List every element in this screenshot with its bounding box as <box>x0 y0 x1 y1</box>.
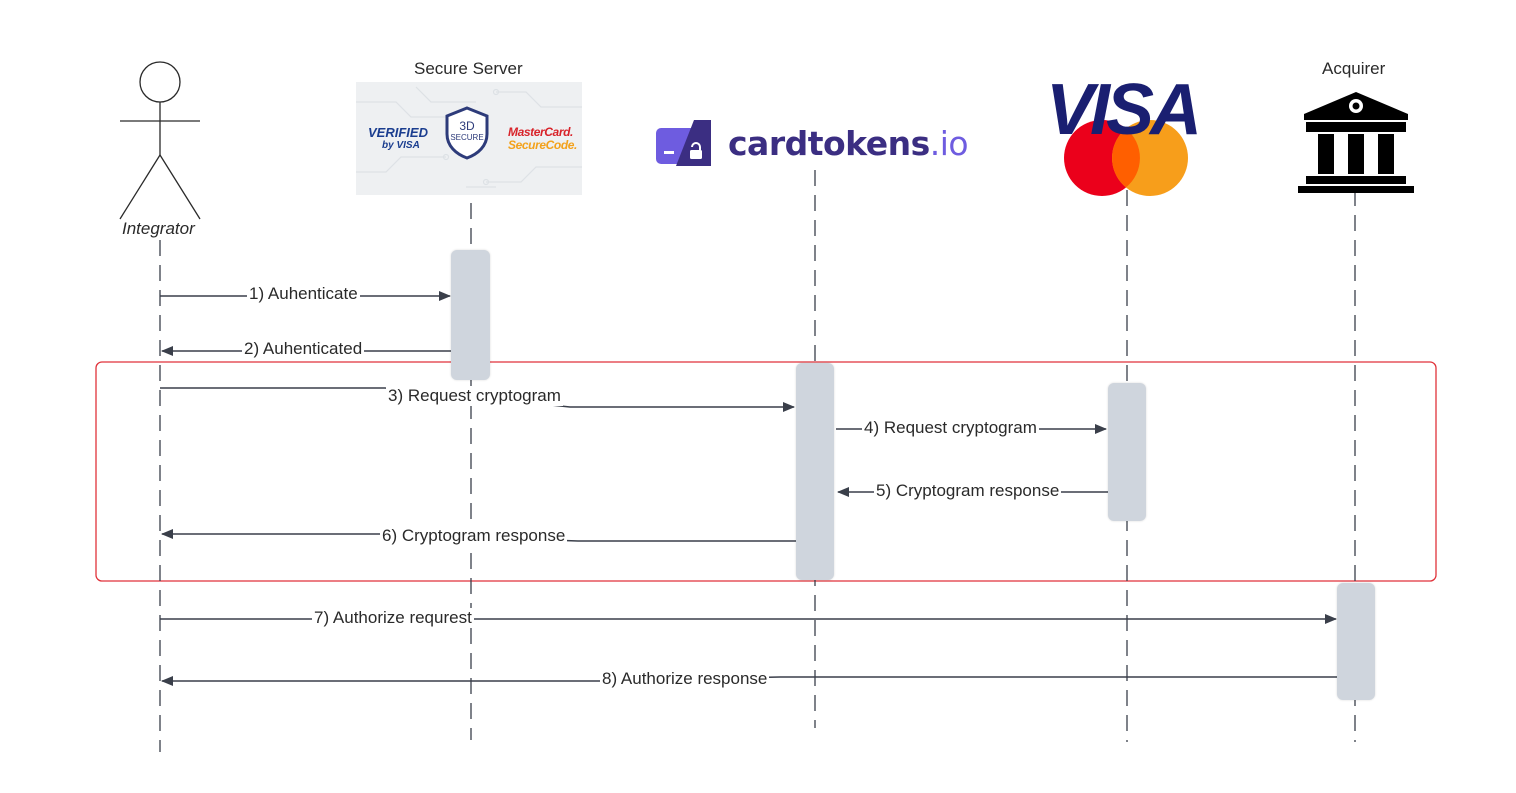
message-4-label: 4) Request cryptogram <box>862 418 1039 438</box>
acquirer-title: Acquirer <box>1322 59 1386 78</box>
integrator-actor-icon <box>119 61 201 220</box>
message-6-label: 6) Cryptogram response <box>380 526 568 546</box>
message-1-label: 1) Auhenticate <box>247 284 360 304</box>
3d-secure-shield-icon <box>445 106 489 160</box>
secure-server-badge: VERIFIED by VISA 3D SECURE MasterCard. S… <box>356 82 582 195</box>
shield-text: 3D SECURE <box>450 119 484 143</box>
message-8-label: 8) Authorize response <box>600 669 770 689</box>
mastercard-securecode-logo: MasterCard. SecureCode. <box>508 125 577 152</box>
cardtokens-wordmark: cardtokens.io <box>728 124 969 164</box>
activation-acquirer <box>1337 583 1375 700</box>
visa-logo: VISA <box>1046 70 1202 150</box>
secure-server-title: Secure Server <box>414 59 523 78</box>
message-5-label: 5) Cryptogram response <box>874 481 1062 501</box>
activation-card-networks <box>1108 383 1146 521</box>
message-3-label: 3) Request cryptogram <box>386 386 563 406</box>
cardtokens-suffix: .io <box>929 124 969 163</box>
mastercard-logo-icon <box>1064 120 1188 196</box>
cardtokens-word: cardtokens <box>728 124 930 163</box>
highlight-frame <box>95 361 1437 582</box>
integrator-title: Integrator <box>122 219 195 238</box>
message-7-label: 7) Authorize requrest <box>312 608 474 628</box>
verified-by-visa-logo: VERIFIED by VISA <box>368 125 428 152</box>
bank-icon <box>1298 92 1414 193</box>
circuit-pattern <box>356 86 582 188</box>
cardtokens-logo-icon <box>656 120 711 166</box>
message-2-label: 2) Auhenticated <box>242 339 365 359</box>
activation-cardtokens <box>796 363 834 580</box>
activation-secure-server <box>451 250 490 380</box>
